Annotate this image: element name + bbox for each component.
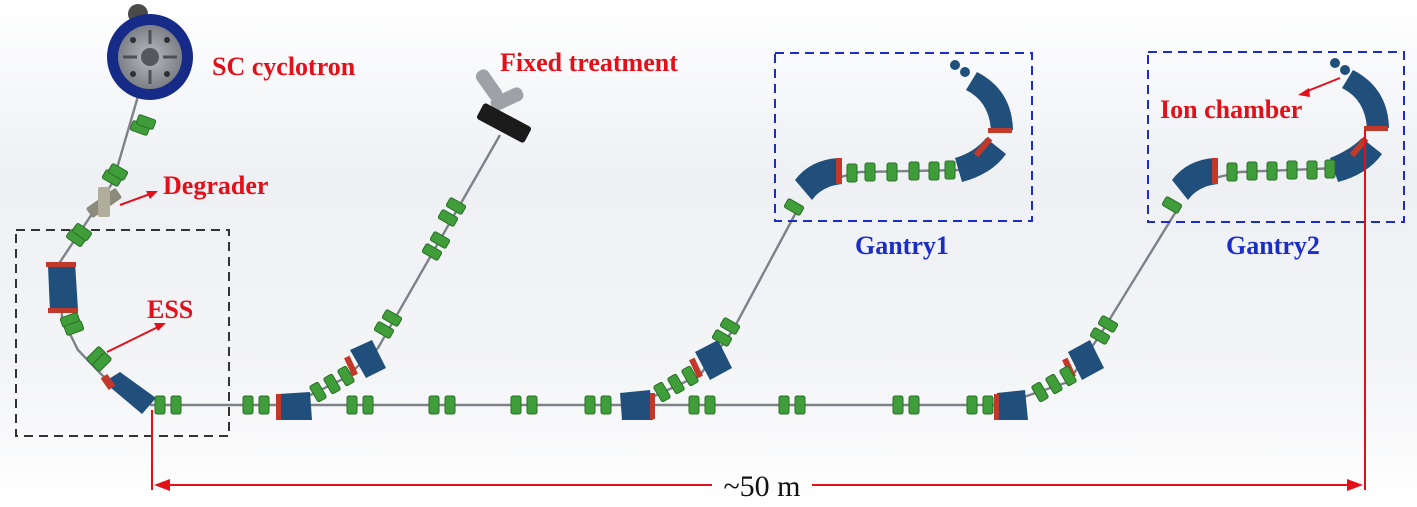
gantry1-box [774,52,1033,222]
quadrupole-magnet-icon [778,395,790,415]
dipole-magnet-icon [276,392,312,420]
quadrupole-magnet-icon [444,395,456,415]
dipole-magnet-icon [1330,136,1382,182]
dipole-magnet-icon [1342,70,1389,131]
quadrupole-magnet-icon [92,352,112,372]
quadrupole-magnet-icon [1266,161,1278,181]
quadrupole-magnet-icon [258,395,270,415]
quadrupole-magnet-icon [1089,327,1111,345]
quadrupole-magnet-icon [1306,160,1318,180]
fixed-treatment-label: Fixed treatment [500,48,678,77]
quadrupole-magnet-icon [309,381,327,403]
quadrupole-magnet-icon [704,395,716,415]
quadrupole-magnet-icon [719,317,741,335]
quadrupole-magnet-icon [421,243,443,261]
quadrupole-magnet-icon [1226,162,1238,182]
quadrupole-magnet-icon [711,329,733,347]
quadrupole-magnet-icon [428,395,440,415]
quadrupole-magnet-icon [154,395,166,415]
degrader-pointer [119,193,151,206]
gantry2-nozzle [1330,58,1350,75]
quadrupole-magnets [59,114,1336,415]
dimension-arrow-left [154,479,170,491]
quadrupole-magnet-icon [135,114,157,130]
quadrupole-magnet-icon [337,365,355,387]
dipole-magnet-icon [994,390,1028,420]
quadrupole-magnet-icon [1045,373,1063,395]
quadrupole-magnet-icon [170,395,182,415]
dipole-magnet-icon [100,372,156,414]
quadrupole-magnet-icon [346,395,358,415]
ess-arrowhead [154,323,166,331]
ess-label: ESS [147,295,193,324]
distance-label: ~50 m [723,470,800,503]
ion-chamber-arrowhead [1298,88,1310,97]
dipole-magnet-icon [46,262,78,313]
quadrupole-magnet-icon [242,395,254,415]
degrader-icon [86,187,122,218]
quadrupole-magnet-icon [982,395,994,415]
quadrupole-magnet-icon [783,198,805,216]
quadrupole-magnet-icon [928,161,940,181]
quadrupole-magnet-icon [584,395,596,415]
ess-pointer [106,326,159,353]
quadrupole-magnet-icon [72,223,92,241]
quadrupole-magnet-icon [908,161,920,181]
quadrupole-magnet-icon [1246,161,1258,181]
degrader-arrowhead [146,191,158,199]
dipole-magnet-icon [689,340,732,380]
quadrupole-magnet-icon [908,395,920,415]
dipole-magnet-icon [795,158,842,200]
quadrupole-magnet-icon [688,395,700,415]
quadrupole-magnet-icon [653,381,671,403]
quadrupole-magnet-icon [323,373,341,395]
quadrupole-magnet-icon [892,395,904,415]
ion-chamber-pointer [1304,77,1341,93]
quadrupole-magnet-icon [510,395,522,415]
quadrupole-magnet-icon [381,309,403,327]
quadrupole-magnet-icon [437,209,459,227]
dipole-magnet-icon [620,390,655,420]
quadrupole-magnet-icon [1324,159,1336,179]
treatment-nozzle-icon [475,69,532,143]
dipole-magnet-icon [955,136,1006,182]
quadrupole-magnet-icon [362,395,374,415]
quadrupole-magnet-icon [373,321,395,339]
quadrupole-magnet-icon [1031,381,1049,403]
quadrupole-magnet-icon [794,395,806,415]
quadrupole-magnet-icon [1286,160,1298,180]
quadrupole-magnet-icon [429,231,451,249]
gantry1-nozzle [950,60,970,77]
gantry2-box [1147,51,1405,223]
quadrupole-magnet-icon [1097,315,1119,333]
cyclotron-icon [107,4,193,100]
quadrupole-magnet-icon [107,163,129,181]
dipole-magnet-icon [966,72,1013,133]
cyclotron-label: SC cyclotron [212,52,356,81]
dipole-magnet-icon [344,340,386,378]
quadrupole-magnet-icon [966,395,978,415]
ess-box [15,229,230,437]
quadrupole-magnet-icon [886,162,898,182]
degrader-label: Degrader [163,171,268,200]
quadrupole-magnet-icon [600,395,612,415]
ion-chamber-label: Ion chamber [1160,95,1302,124]
quadrupole-magnet-icon [63,320,85,336]
quadrupole-magnet-icon [1059,365,1077,387]
quadrupole-magnet-icon [681,365,699,387]
dipole-magnet-icon [1172,158,1218,200]
quadrupole-magnet-icon [526,395,538,415]
quadrupole-magnet-icon [944,160,956,180]
quadrupole-magnet-icon [864,162,876,182]
quadrupole-magnet-icon [667,373,685,395]
quadrupole-magnet-icon [846,163,858,183]
dimension-arrow-right [1347,479,1363,491]
gantry1-label: Gantry1 [855,231,949,260]
quadrupole-magnet-icon [1161,196,1183,214]
quadrupole-magnet-icon [445,197,467,215]
distance-dimension: ~50 m [151,130,1366,503]
gantry2-label: Gantry2 [1226,231,1320,260]
